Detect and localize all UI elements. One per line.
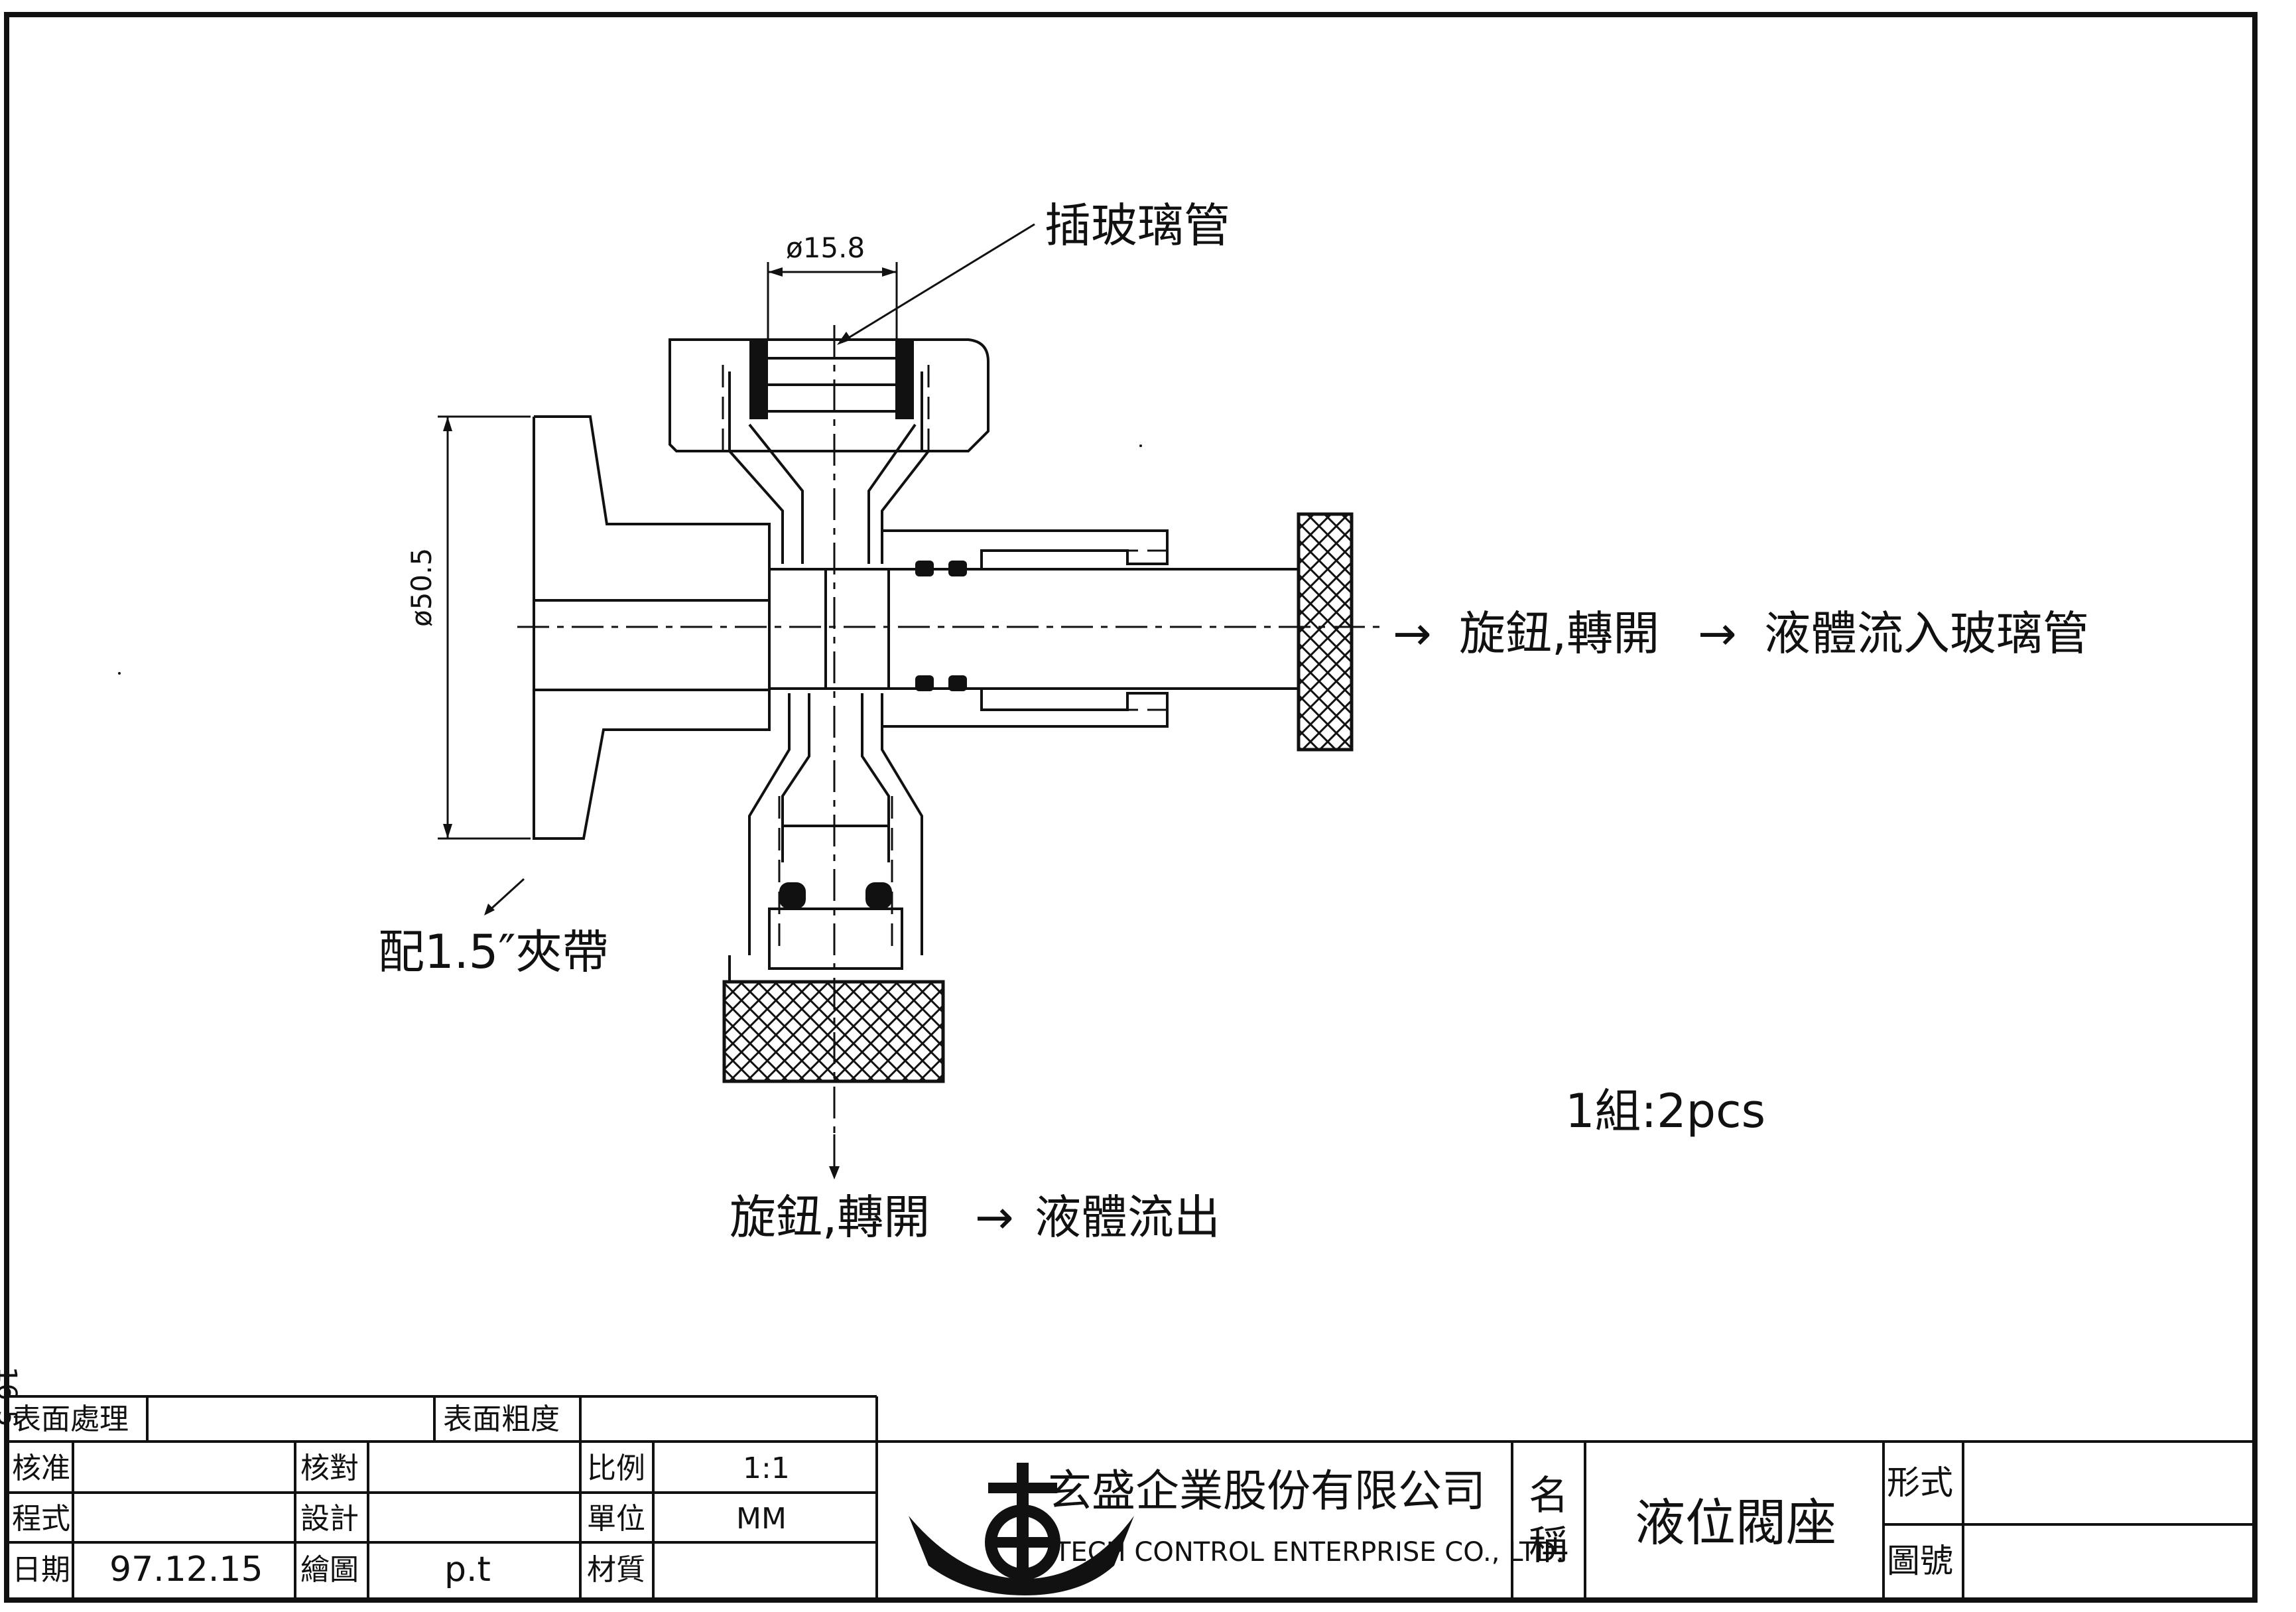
- knob-bottom-label: 旋鈕,轉開: [730, 1190, 930, 1244]
- sheet-border: [4, 12, 2258, 1603]
- program-label: 程式: [12, 1502, 70, 1536]
- right-arrow-1: →: [1393, 606, 1432, 661]
- leader-glass-tube: [842, 223, 1035, 343]
- quantity-note: 1組:2pcs: [1565, 1084, 1766, 1138]
- title-block-grid: [7, 1395, 2255, 1600]
- design-label: 設計: [300, 1502, 359, 1536]
- dim-top: [767, 262, 898, 340]
- surface-treatment-label: 表面處理: [12, 1402, 129, 1436]
- dim-flange-label: ø50.5: [405, 547, 438, 627]
- dim-top-label: ø15.8: [786, 232, 865, 264]
- knob-right-result: 液體流入玻璃管: [1764, 606, 2089, 661]
- right-stem: [882, 529, 1300, 728]
- drawing-no-label: 圖號: [1887, 1542, 1953, 1580]
- company-logo-icon: [909, 1463, 1134, 1595]
- name-label-1: 名: [1529, 1473, 1568, 1519]
- date-value: 97.12.15: [109, 1550, 263, 1589]
- right-arrow-2: →: [1698, 606, 1737, 661]
- material-label: 材質: [587, 1553, 645, 1587]
- leader-clamp: [486, 878, 525, 913]
- approve-label: 核准: [12, 1451, 70, 1485]
- drawn-label: 繪圖: [300, 1553, 359, 1587]
- valve-body: [728, 423, 930, 982]
- unit-label: 單位: [587, 1502, 645, 1536]
- name-label-2: 稱: [1529, 1522, 1568, 1569]
- scale-label: 比例: [587, 1451, 645, 1485]
- company-name-en: TECH CONTROL ENTERPRISE CO., LTD.: [1054, 1537, 1564, 1568]
- top-nut: [669, 338, 989, 452]
- drawn-value: p.t: [444, 1550, 491, 1589]
- company-name-cn: 玄盛企業股份有限公司: [1048, 1465, 1486, 1516]
- clamp-note: 配1.5″夾帶: [378, 925, 609, 979]
- right-knob: [1297, 512, 1354, 752]
- dim-flange: [438, 415, 531, 840]
- surface-roughness-label: 表面粗度: [443, 1402, 560, 1436]
- scale-value: 1:1: [743, 1451, 790, 1485]
- date-label: 日期: [12, 1553, 70, 1587]
- form-label: 形式: [1887, 1463, 1953, 1502]
- knob-right-label: 旋鈕,轉開: [1459, 606, 1660, 661]
- check-label: 核對: [300, 1451, 359, 1485]
- callout-glass-tube: 插玻璃管: [1045, 198, 1230, 253]
- knob-bottom-result: 液體流出: [1035, 1190, 1220, 1244]
- unit-value: MM: [736, 1502, 787, 1536]
- bottom-arrow: →: [975, 1190, 1014, 1244]
- part-name: 液位閥座: [1635, 1493, 1836, 1552]
